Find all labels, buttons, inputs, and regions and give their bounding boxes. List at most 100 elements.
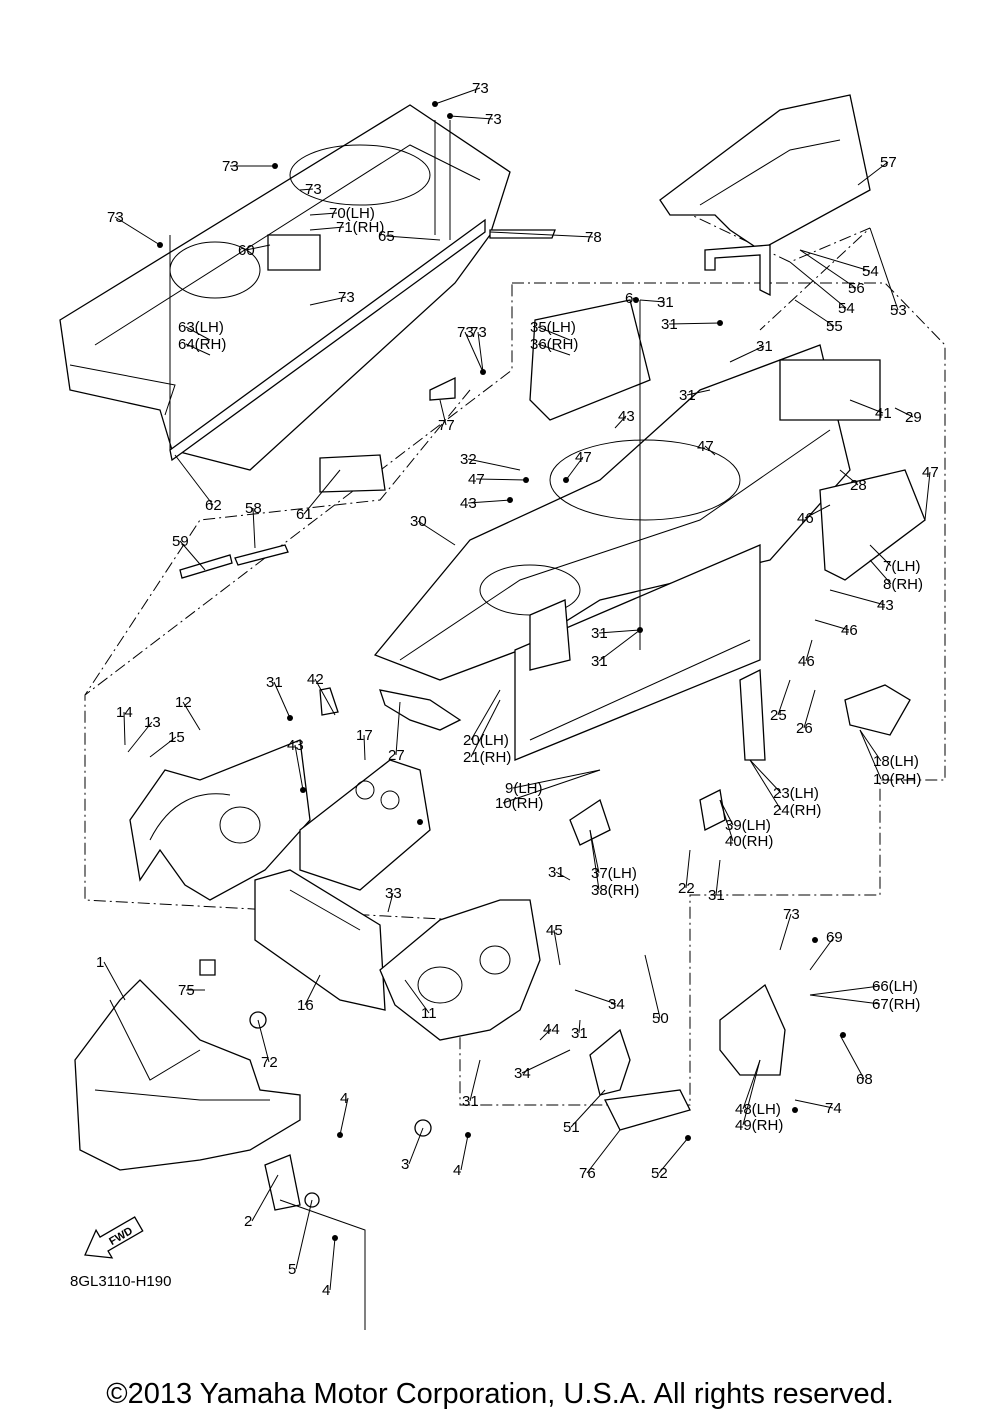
callout-leader <box>598 629 641 634</box>
callout-label: 52 <box>651 1165 668 1182</box>
callout-leader <box>179 540 206 571</box>
callout-leader <box>252 507 256 549</box>
callout-label: 31 <box>756 338 773 355</box>
callout-label: 43 <box>618 408 635 425</box>
callout-leader <box>537 343 571 356</box>
callout-leader <box>814 619 850 631</box>
callout-label: 55 <box>826 318 843 335</box>
callout-label: 34 <box>514 1065 531 1082</box>
leader-lines <box>103 87 931 1291</box>
callout-label: 73 <box>305 181 322 198</box>
callout-leader <box>489 231 594 238</box>
callout-leader <box>749 759 782 794</box>
callout-leader <box>404 979 430 1014</box>
callout-label: 64(RH) <box>178 336 226 353</box>
drawing-code: 8GL3110-H190 <box>70 1273 172 1290</box>
callout-label: 3 <box>401 1156 409 1173</box>
callout-leader <box>589 829 600 891</box>
callout-leader <box>704 445 716 456</box>
callout-leader <box>809 985 881 996</box>
callout-label: 73 <box>485 111 502 128</box>
callout-leader <box>859 729 882 762</box>
callout-label: 41 <box>875 405 892 422</box>
callout-label: 36(RH) <box>530 336 578 353</box>
callout-leader <box>869 559 892 585</box>
assembly-outline <box>84 199 946 1106</box>
callout-label: 43 <box>460 495 477 512</box>
callout-label: 43 <box>877 597 894 614</box>
callout-label: 26 <box>796 720 813 737</box>
callout-label: 6 <box>625 290 633 307</box>
callout-label: 10(RH) <box>495 795 543 812</box>
fwd-arrow: FWD <box>84 1216 144 1259</box>
callout-label: 4 <box>340 1090 348 1107</box>
callout-label: 73 <box>783 906 800 923</box>
callout-label: 73 <box>222 158 239 175</box>
callout-label: 13 <box>144 714 161 731</box>
callout-label: 46 <box>841 622 858 639</box>
callout-leader <box>857 161 889 186</box>
callout-leader <box>475 478 527 481</box>
engine-mount-bracket <box>379 899 541 1041</box>
callout-label: 19(RH) <box>873 771 921 788</box>
callout-label: 54 <box>862 263 879 280</box>
callout-leader <box>809 936 835 971</box>
callout-leader <box>387 892 394 913</box>
callout-label: 18(LH) <box>873 753 919 770</box>
callout-leader <box>539 1028 552 1041</box>
callout-label: 34 <box>608 996 625 1013</box>
callout-leader <box>257 1019 270 1063</box>
callout-label: 75 <box>178 982 195 999</box>
callout-leader <box>339 1097 349 1136</box>
callout-leader <box>839 469 859 486</box>
callout-leader <box>715 859 721 896</box>
callout-label: 28 <box>850 477 867 494</box>
callout-leader <box>829 589 886 606</box>
callout-label: 68 <box>856 1071 873 1088</box>
callout-label: 38(RH) <box>591 882 639 899</box>
callout-label: 25 <box>770 707 787 724</box>
callout-leader <box>294 744 304 791</box>
callout-label: 23(LH) <box>773 785 819 802</box>
callout-label: 73 <box>107 209 124 226</box>
callout-leader <box>794 1099 834 1109</box>
callout-label: 31 <box>708 887 725 904</box>
callout-leader <box>869 227 899 311</box>
callout-leader <box>789 261 847 309</box>
callout-label: 31 <box>266 674 283 691</box>
callout-label: 4 <box>322 1282 330 1299</box>
side-bracket <box>589 983 786 1131</box>
callout-leader <box>174 454 214 506</box>
callout-label: 31 <box>462 1093 479 1110</box>
callout-label: 46 <box>797 510 814 527</box>
callout-leader <box>799 249 857 289</box>
callout-leader <box>639 299 666 303</box>
front-frame <box>74 979 301 1171</box>
callout-label: 54 <box>838 300 855 317</box>
callout-label: 65 <box>378 228 395 245</box>
callout-leader <box>805 639 813 662</box>
callout-leader <box>114 216 161 246</box>
callout-label: 73 <box>338 289 355 306</box>
callout-leader <box>299 188 314 191</box>
small-parts <box>169 120 926 1330</box>
callout-label: 12 <box>175 694 192 711</box>
callout-leader <box>804 504 831 519</box>
callout-label: 47 <box>922 464 939 481</box>
callout-leader <box>251 1174 279 1222</box>
bulkhead-plate <box>299 759 431 891</box>
callout-label: 67(RH) <box>872 996 920 1013</box>
callout-leader <box>385 235 441 241</box>
callout-leader <box>794 299 835 327</box>
fwd-label: FWD <box>107 1225 135 1248</box>
callout-leader <box>329 1237 336 1291</box>
callout-leader <box>729 345 765 363</box>
callout-leader <box>182 701 201 731</box>
callout-label: 20(LH) <box>463 732 509 749</box>
callout-leader <box>439 399 447 426</box>
callout-label: 16 <box>297 997 314 1014</box>
callout-leader <box>502 769 601 804</box>
callout-label: 49(RH) <box>735 1117 783 1134</box>
callout-label: 35(LH) <box>530 319 576 336</box>
